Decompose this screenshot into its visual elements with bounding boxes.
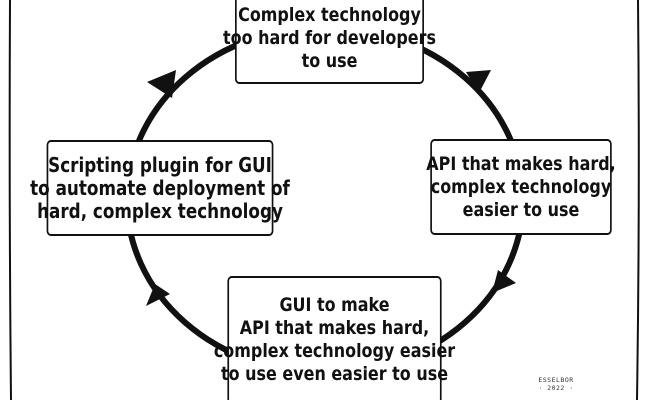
arrow-bottom-right [492, 270, 516, 293]
node-box-right: API that makes hard, complex technology … [426, 139, 616, 235]
frame-border-left [8, 0, 12, 400]
node-box-bottom: GUI to make API that makes hard, complex… [214, 276, 455, 400]
node-top-line-2: too hard for developers [223, 26, 436, 49]
arrow-top-left [147, 70, 176, 98]
node-box-top: Complex technology too hard for develope… [223, 0, 436, 84]
node-left-line-3: hard, complex technology [37, 198, 283, 223]
node-bottom-line-4: to use even easier to use [220, 363, 449, 385]
frame-border-right [636, 0, 640, 400]
node-left-line-1: Scripting plugin for GUI [48, 152, 272, 177]
node-right-line-1: API that makes hard, [426, 152, 616, 175]
signature-name: ESSELBOR [538, 376, 574, 384]
node-top-line-3: to use [301, 49, 358, 72]
node-right-line-3: easier to use [462, 198, 580, 221]
node-bottom-line-1: GUI to make [279, 294, 390, 316]
arrow-bottom-left [146, 284, 170, 306]
node-bottom-line-3: complex technology easier [213, 340, 456, 362]
node-right-line-2: complex technology [430, 175, 612, 198]
signature-year: · 2022 · [538, 384, 574, 392]
node-bottom-line-2: API that makes hard, [239, 317, 430, 339]
arrow-top-right [466, 70, 491, 93]
node-box-left: Scripting plugin for GUI to automate dep… [30, 140, 290, 236]
node-top-line-1: Complex technology [238, 3, 421, 26]
node-left-line-2: to automate deployment of [30, 175, 290, 200]
artist-signature: ESSELBOR · 2022 · [530, 376, 582, 392]
